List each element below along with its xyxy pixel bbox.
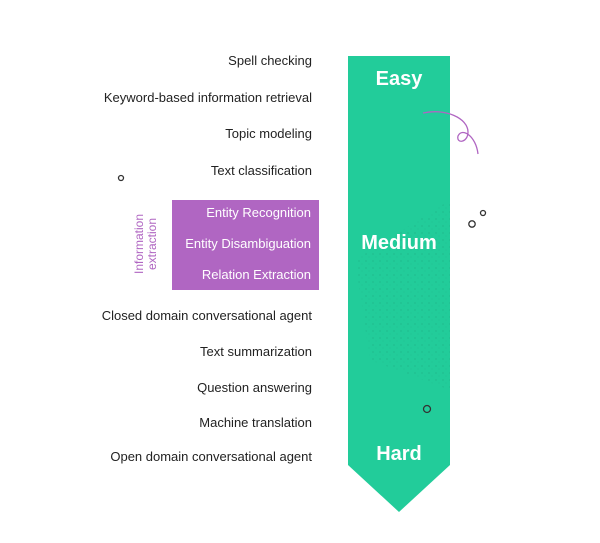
task-entity-recognition: Entity Recognition xyxy=(206,205,311,220)
ie-label-line2: extraction xyxy=(145,217,159,271)
task-question-answering: Question answering xyxy=(197,380,312,395)
task-text-summarization: Text summarization xyxy=(200,344,312,359)
task-closed-domain-agent: Closed domain conversational agent xyxy=(101,308,312,323)
decorative-dot xyxy=(422,404,432,414)
task-topic-modeling: Topic modeling xyxy=(225,126,312,141)
decorative-dot xyxy=(468,220,476,228)
level-easy: Easy xyxy=(375,68,423,90)
level-medium: Medium xyxy=(361,232,437,254)
task-keyword-retrieval: Keyword-based information retrieval xyxy=(103,90,312,105)
level-hard: Hard xyxy=(376,443,422,465)
task-open-domain-agent: Open domain conversational agent xyxy=(110,449,312,464)
task-machine-translation: Machine translation xyxy=(199,415,312,430)
arrow-texture xyxy=(355,200,450,390)
decorative-curl xyxy=(422,111,479,155)
task-spell-checking: Spell checking xyxy=(228,53,312,68)
task-text-classification: Text classification xyxy=(210,163,312,178)
task-entity-disambiguation: Entity Disambiguation xyxy=(185,236,311,251)
task-relation-extraction: Relation Extraction xyxy=(201,267,311,282)
decorative-dot xyxy=(479,209,487,217)
information-extraction-box: Entity Recognition Entity Disambiguation… xyxy=(172,200,319,290)
decorative-dot xyxy=(117,174,125,182)
